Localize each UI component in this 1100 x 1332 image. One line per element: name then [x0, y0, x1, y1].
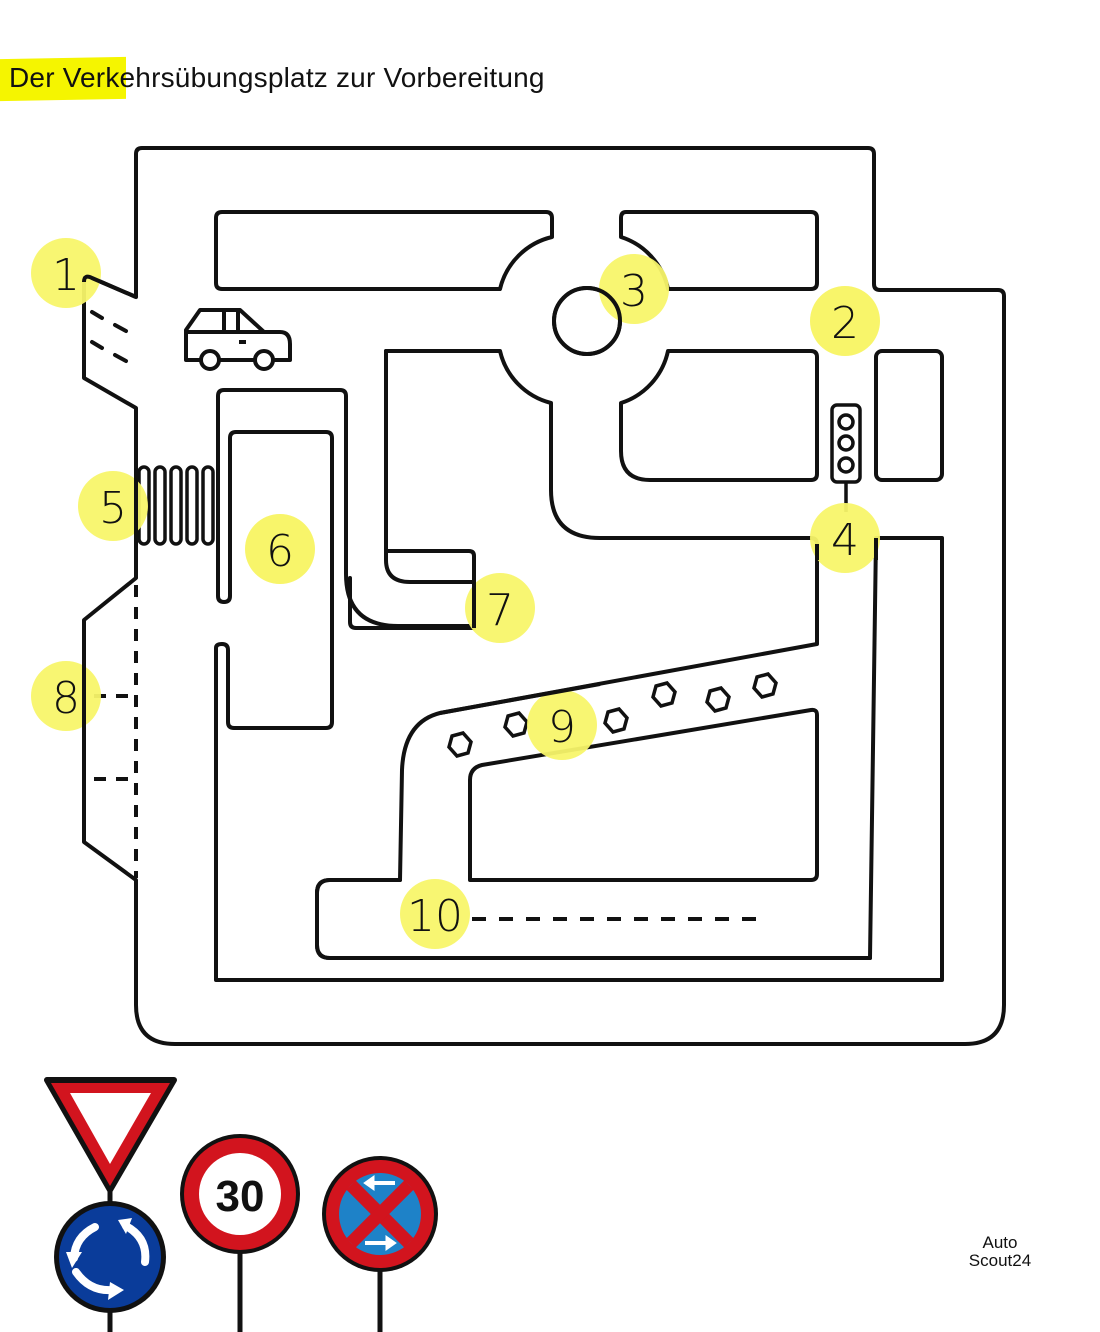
slalom-pylons: [447, 672, 778, 758]
overlay-lines: [82, 274, 878, 842]
traffic-signs: 30: [44, 1077, 438, 1332]
block-parking-l: [384, 349, 476, 584]
marker-9[interactable]: 9: [527, 690, 597, 760]
markers: 1 2 3 4 5 6 7 8: [31, 238, 880, 949]
logo-scout: Scout24: [968, 1251, 1032, 1270]
block-top-left: [214, 210, 554, 291]
speed-limit-sign: 30: [180, 1134, 300, 1254]
marker-3[interactable]: 3: [599, 254, 669, 324]
cone-icon: [603, 707, 629, 734]
svg-text:7: 7: [486, 585, 514, 636]
marker-4[interactable]: 4: [810, 503, 880, 573]
cone-icon: [705, 686, 731, 713]
arrow-icons: [363, 1175, 397, 1251]
marker-7[interactable]: 7: [465, 573, 535, 643]
block-far-right: [874, 349, 944, 482]
cone-icon: [752, 672, 778, 699]
page-title: Der Verkehrsübungsplatz zur Vorbereitung: [9, 62, 545, 93]
svg-text:5: 5: [99, 483, 127, 534]
cone-icon: [503, 711, 529, 738]
svg-text:9: 9: [548, 702, 576, 753]
svg-text:6: 6: [266, 526, 294, 577]
svg-text:8: 8: [52, 673, 80, 724]
speed-limit-text: 30: [216, 1172, 265, 1221]
svg-text:2: 2: [831, 298, 859, 349]
marker-8[interactable]: 8: [31, 661, 101, 731]
svg-text:3: 3: [620, 266, 648, 317]
marker-6[interactable]: 6: [245, 514, 315, 584]
cone-icon: [651, 681, 677, 708]
marker-10[interactable]: 10: [400, 879, 470, 949]
traffic-light-icon: [830, 403, 862, 512]
parking-bay: [348, 576, 476, 630]
no-stopping-sign: [322, 1156, 438, 1272]
block-slalom-lower: [468, 707, 819, 882]
zebra-crossing: [137, 465, 215, 546]
autoscout24-logo: Auto Scout24: [960, 1232, 1040, 1271]
entrance-stripes: [90, 310, 128, 363]
marker-2[interactable]: 2: [810, 286, 880, 356]
yield-sign: [44, 1077, 177, 1193]
marker-1[interactable]: 1: [31, 238, 101, 308]
parking-dashes: [94, 585, 138, 878]
cone-icon: [447, 731, 473, 758]
logo-auto: Auto: [978, 1232, 1023, 1253]
marker-5[interactable]: 5: [78, 471, 148, 541]
car-icon: [184, 308, 292, 371]
svg-text:4: 4: [831, 515, 859, 566]
outer-boundary: [82, 146, 1006, 1046]
roundabout-sign: [54, 1201, 166, 1313]
parking-lane: [315, 878, 872, 960]
svg-text:1: 1: [52, 250, 80, 301]
block-middle-right: [619, 349, 819, 482]
svg-text:10: 10: [407, 891, 463, 942]
